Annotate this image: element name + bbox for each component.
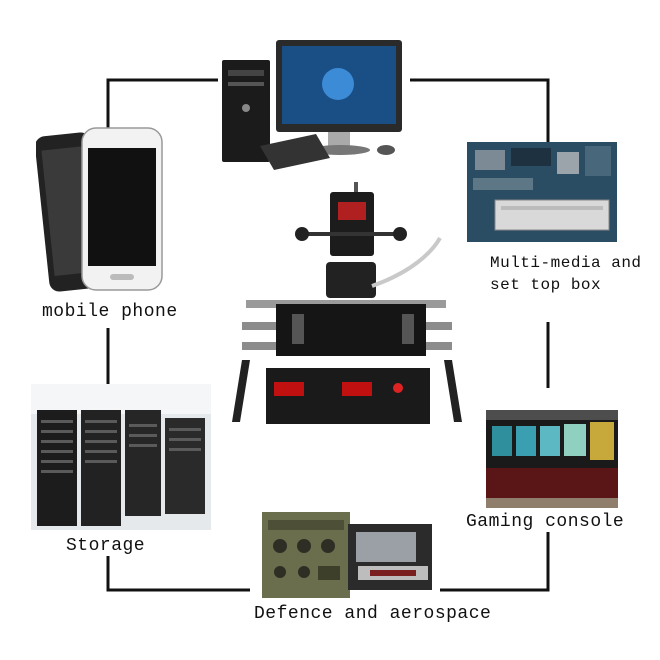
label-multimedia-line1: Multi-media and — [490, 254, 642, 272]
mobile-phone-image — [36, 127, 163, 292]
label-multimedia: Multi-media and set top box — [486, 252, 646, 296]
storage-server-image — [31, 384, 211, 530]
defence-equipment-image — [262, 512, 432, 598]
rework-station-image — [232, 182, 462, 424]
frame-line-bottom-left — [106, 556, 250, 592]
label-multimedia-line2: set top box — [490, 276, 602, 294]
label-defence-aerospace: Defence and aerospace — [250, 604, 496, 624]
label-storage: Storage — [62, 536, 150, 556]
frame-line-top-left — [106, 78, 218, 140]
desktop-computer-image — [222, 40, 402, 170]
frame-line-top-right — [410, 78, 550, 142]
label-mobile-phone: mobile phone — [38, 302, 182, 322]
gaming-console-image — [486, 410, 618, 508]
label-gaming-console: Gaming console — [462, 512, 629, 532]
frame-line-bottom-right — [440, 532, 550, 592]
set-top-box-image — [467, 142, 617, 242]
